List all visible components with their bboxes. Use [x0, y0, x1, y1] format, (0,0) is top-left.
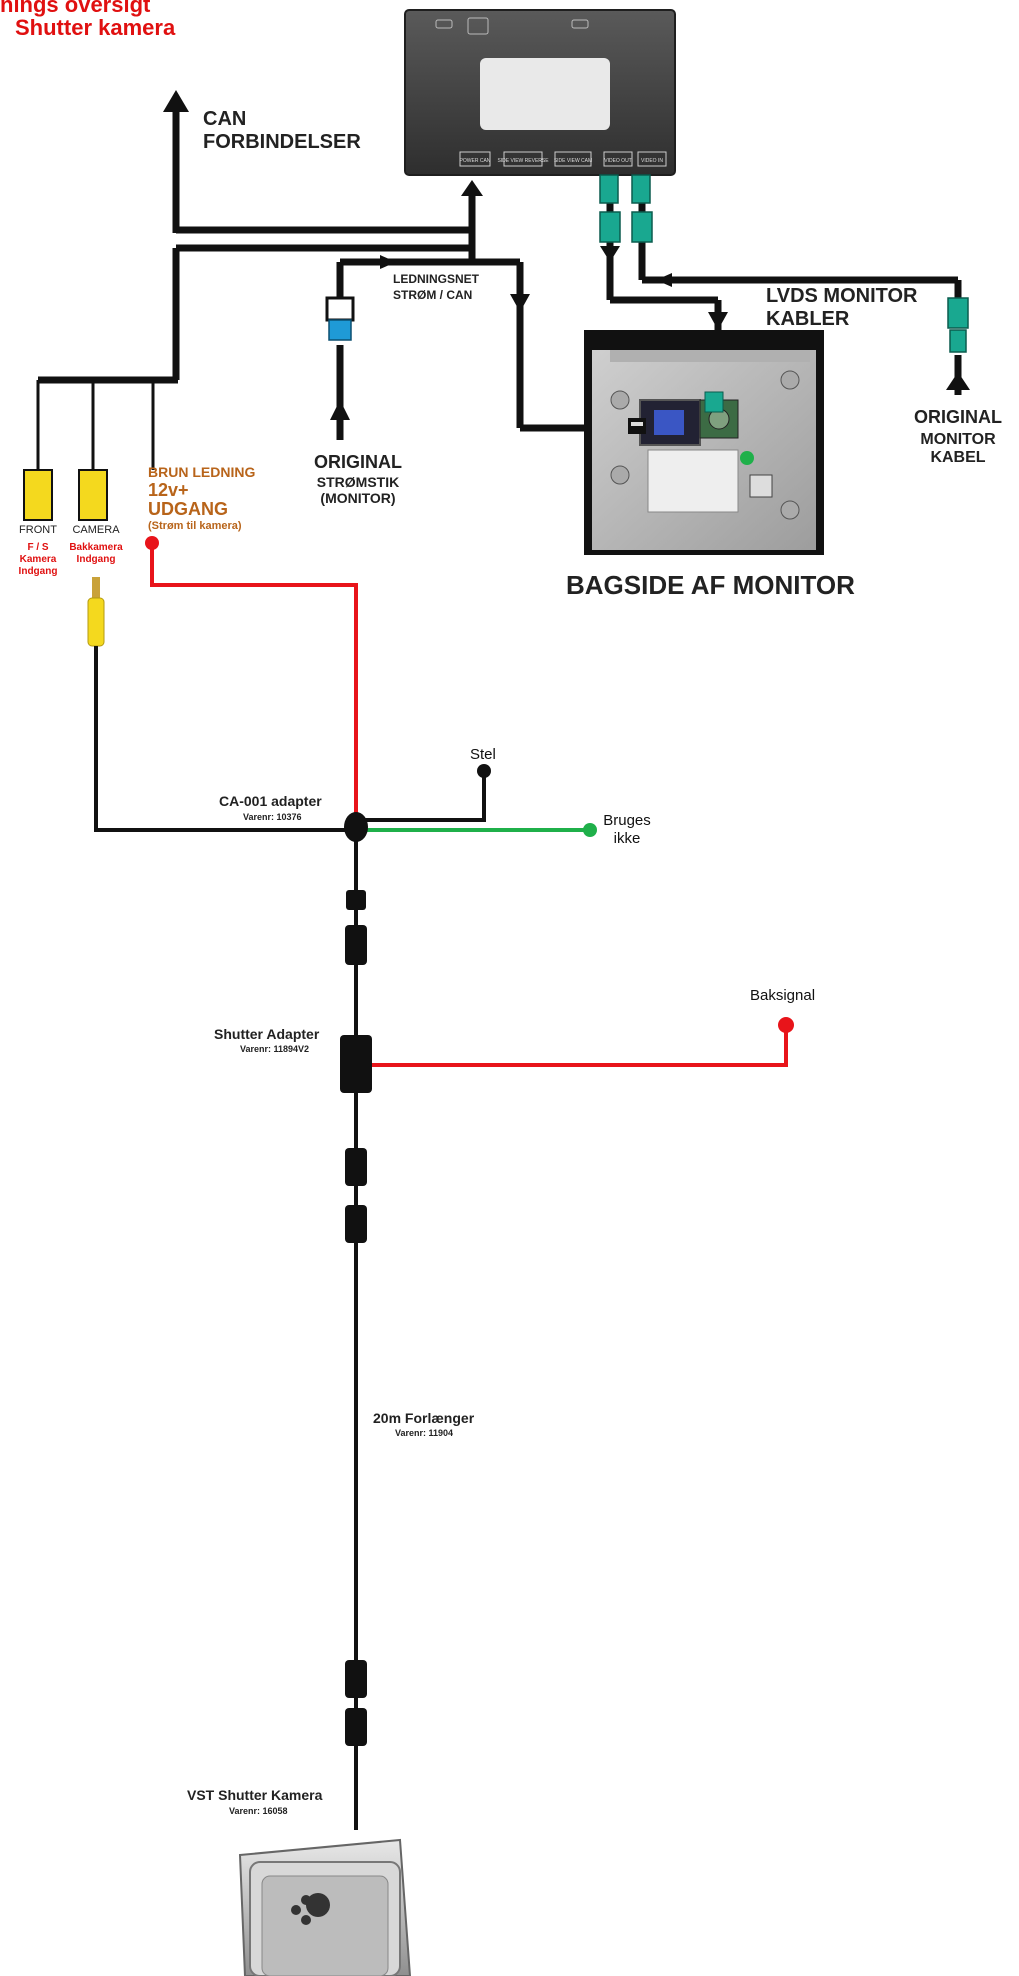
can-label: CAN	[203, 108, 247, 130]
lvds-plugs	[599, 174, 969, 353]
camera-part-number: Varenr: 16058	[229, 1806, 288, 1816]
lvds-label-line1: LVDS MONITOR	[766, 285, 918, 307]
interface-module: POWER CAN SIDE VIEW REVERSE SIDE VIEW CA…	[404, 9, 676, 176]
rca-plug	[87, 577, 105, 647]
reverse-signal-end-dot	[778, 1017, 794, 1033]
camera-input-sub-line1: Bakkamera	[69, 542, 123, 553]
original-power-label-line1: ORIGINAL	[314, 452, 402, 472]
module-button-label: VIDEO OUT	[604, 158, 632, 164]
module-button-label: VIDEO IN	[641, 158, 663, 164]
ground-label: Stel	[470, 746, 496, 763]
harness-lines	[38, 110, 962, 440]
camera-input-label: CAMERA	[72, 524, 120, 536]
brown-wire-label-line2: 12v+	[148, 480, 189, 500]
extension-cable-part-number: Varenr: 11904	[395, 1428, 454, 1438]
module-button-row	[459, 151, 667, 167]
camera-label: VST Shutter Kamera	[187, 1787, 323, 1803]
shutter-adapter-label: Shutter Adapter	[214, 1026, 320, 1042]
unused-label-line1: Bruges	[603, 812, 651, 829]
brown-wire-label-line3: UDGANG	[148, 499, 228, 519]
diagram-title: nings oversigt	[0, 0, 151, 17]
original-power-label-line2: STRØMSTIK	[316, 474, 400, 490]
brown-wire-label-line4: (Strøm til kamera)	[148, 520, 242, 532]
module-button-label: SIDE VIEW REVERSE	[497, 158, 549, 164]
brown-wire-label-line1: BRUN LEDNING	[148, 464, 256, 480]
red-power-wire	[150, 545, 358, 830]
front-input-sub-line1: F / S	[27, 542, 49, 553]
monitor-back-caption: BAGSIDE AF MONITOR	[566, 570, 855, 600]
reverse-signal-label: Baksignal	[750, 987, 816, 1004]
original-monitor-label-line1: ORIGINAL	[914, 407, 1002, 427]
front-input-sub-line2: Kamera	[19, 554, 57, 565]
cable-connectors	[340, 890, 372, 1746]
original-monitor-label-line3: KABEL	[930, 449, 986, 466]
original-power-label-line3: (MONITOR)	[320, 490, 396, 506]
monitor-back-photo	[584, 330, 824, 555]
module-button-label: POWER CAN	[460, 158, 491, 164]
ca001-adapter-label: CA-001 adapter	[219, 793, 322, 809]
ledningsnet-label: LEDNINGSNET	[393, 272, 480, 286]
unused-label-line2: ikke	[613, 830, 641, 847]
power-wire-end-dot	[145, 536, 159, 550]
ca001-wires	[94, 646, 486, 832]
camera-input-sub-line2: Indgang	[76, 554, 116, 565]
original-power-plug	[325, 296, 355, 341]
unused-wire-end-dot	[583, 823, 597, 837]
diagram-subtitle: Shutter kamera	[15, 15, 176, 40]
shutter-camera-icon	[238, 1838, 412, 1976]
reverse-signal-wire	[372, 1026, 788, 1067]
front-input-label: FRONT	[19, 524, 57, 536]
strom-can-label: STRØM / CAN	[393, 288, 473, 302]
can-forbindelser-label: FORBINDELSER	[203, 131, 361, 153]
input-plugs	[23, 380, 155, 521]
shutter-adapter-part-number: Varenr: 11894V2	[240, 1044, 310, 1054]
ground-wire-end-dot	[477, 764, 491, 778]
original-monitor-label-line2: MONITOR	[920, 431, 996, 448]
module-button-label: SIDE VIEW CAM	[554, 158, 592, 164]
ca001-part-number: Varenr: 10376	[243, 812, 302, 822]
front-input-sub-line3: Indgang	[18, 566, 58, 577]
lvds-label-line2: KABLER	[766, 308, 850, 330]
ca001-junction	[344, 812, 368, 842]
extension-cable-label: 20m Forlænger	[373, 1410, 475, 1426]
